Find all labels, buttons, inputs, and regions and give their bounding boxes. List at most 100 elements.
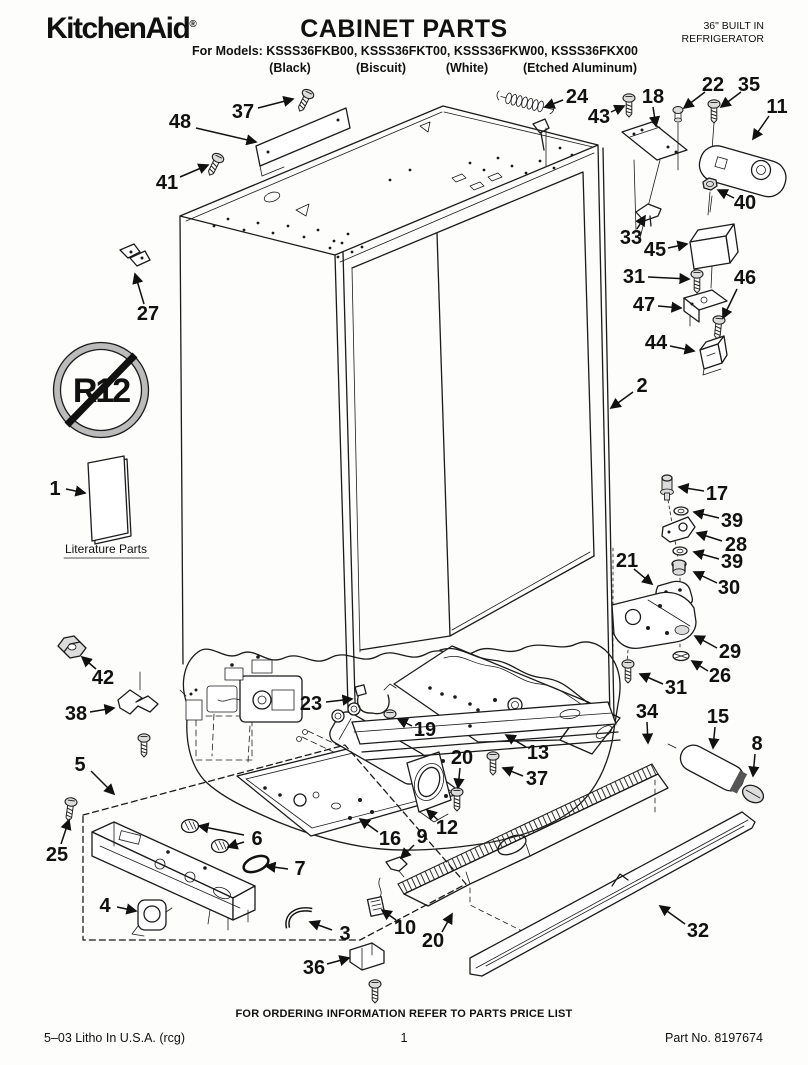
part-callout-24: 24 <box>543 86 589 109</box>
screw-35 <box>707 99 721 124</box>
part-number-17: 17 <box>706 483 728 505</box>
literature-booklet: Literature Parts <box>63 455 150 559</box>
leader-line-31 <box>638 672 664 685</box>
part-number-43: 43 <box>588 106 610 128</box>
leader-line-17 <box>677 482 705 495</box>
part-callout-10: 10 <box>380 909 416 939</box>
leader-line-3 <box>308 919 333 931</box>
part-callout-34: 34 <box>636 701 659 745</box>
unit-type-line1: 36" BUILT IN <box>703 20 764 32</box>
screw-31-lower <box>621 659 635 684</box>
part-callout-44: 44 <box>645 332 696 355</box>
part-number-38: 38 <box>65 703 87 725</box>
clip-27 <box>119 243 151 267</box>
machine-compartment <box>179 641 621 851</box>
leader-line-47 <box>657 301 683 313</box>
leader-line-19 <box>396 718 413 729</box>
part-number-44: 44 <box>645 332 668 354</box>
part-number-36: 36 <box>303 957 325 979</box>
part-number-31: 31 <box>623 266 645 288</box>
leader-line-6 <box>197 822 245 836</box>
leader-line-2 <box>609 391 634 409</box>
part-callout-9: 9 <box>399 826 428 860</box>
part-number-22: 22 <box>702 74 724 96</box>
leader-line-27 <box>132 272 145 305</box>
leader-line-20 <box>441 912 453 933</box>
leader-line-44 <box>669 343 696 355</box>
part-number-7: 7 <box>294 858 305 880</box>
cap-8 <box>741 784 765 804</box>
screw-20-mid <box>450 787 464 812</box>
part-number-10: 10 <box>394 917 416 939</box>
part-callout-36: 36 <box>303 955 351 979</box>
leader-line-9 <box>399 844 415 860</box>
part-callout-17: 17 <box>677 482 728 505</box>
part-number-31: 31 <box>665 677 687 699</box>
part-number-15: 15 <box>707 706 729 728</box>
brand-logo: KitchenAid® <box>46 12 197 45</box>
part-callout-11: 11 <box>752 96 788 141</box>
part-callout-18: 18 <box>642 86 664 128</box>
part-callout-5: 5 <box>74 754 116 796</box>
leader-line-20 <box>453 767 465 790</box>
bracket-33 <box>635 203 662 227</box>
part-number-27: 27 <box>137 303 159 325</box>
screw-31-upper <box>690 269 704 294</box>
leader-line-41 <box>179 163 210 178</box>
leader-line-6 <box>226 838 245 850</box>
grommets-6 <box>180 818 230 854</box>
part-callout-33: 33 <box>620 214 646 249</box>
part-callout-8: 8 <box>748 733 763 778</box>
part-number-19: 19 <box>414 719 436 741</box>
leader-line-21 <box>633 568 654 586</box>
part-callout-1: 1 <box>49 478 87 500</box>
part-number: Part No. 8197674 <box>665 1031 763 1045</box>
part-number-39: 39 <box>721 510 743 532</box>
vent-rail-34 <box>397 763 669 941</box>
leader-line-8 <box>748 753 760 778</box>
leader-line-10 <box>380 909 397 921</box>
part-callout-27: 27 <box>132 272 159 325</box>
part-callout-30: 30 <box>692 571 740 599</box>
model-color-tag-3: (Etched Aluminum) <box>522 61 638 75</box>
part-callout-4: 4 <box>99 895 138 917</box>
nut-42 <box>57 635 87 659</box>
part-callout-28: 28 <box>695 530 747 556</box>
leader-line-18 <box>648 106 661 128</box>
front-rail-assembly <box>82 744 467 941</box>
part-callout-43: 43 <box>588 104 626 128</box>
leader-line-13 <box>504 734 527 748</box>
part-callout-21: 21 <box>616 550 654 586</box>
part-number-28: 28 <box>725 534 747 556</box>
leader-line-32 <box>658 905 686 925</box>
leader-line-45 <box>667 240 689 252</box>
part-10 <box>366 877 386 917</box>
bottom-rails <box>351 701 621 761</box>
leader-line-34 <box>641 721 654 745</box>
part-callout-39: 39 <box>692 549 743 573</box>
bracket-47 <box>683 289 728 327</box>
part-number-34: 34 <box>636 701 659 723</box>
part-callout-31: 31 <box>638 672 687 699</box>
part-callout-6: 6 <box>197 822 263 850</box>
ordering-note: FOR ORDERING INFORMATION REFER TO PARTS … <box>235 1008 573 1020</box>
page-number: 1 <box>400 1031 408 1045</box>
part-number-20: 20 <box>451 747 473 769</box>
part-callout-40: 40 <box>716 189 756 214</box>
clip-38 <box>117 671 159 715</box>
washer-26 <box>672 650 690 662</box>
part-number-42: 42 <box>92 667 114 689</box>
leader-line-37 <box>501 766 524 777</box>
unit-type: 36" BUILT IN REFRIGERATOR <box>682 20 764 46</box>
leader-line-12 <box>425 808 439 821</box>
part-callout-20: 20 <box>422 912 453 952</box>
part-callout-20: 20 <box>451 747 473 790</box>
leader-line-4 <box>116 903 138 915</box>
switch-44 <box>699 335 728 376</box>
part-callout-32: 32 <box>658 905 709 942</box>
stud-22 <box>672 106 684 171</box>
leader-line-37 <box>257 95 295 109</box>
part-callout-25: 25 <box>46 818 72 866</box>
